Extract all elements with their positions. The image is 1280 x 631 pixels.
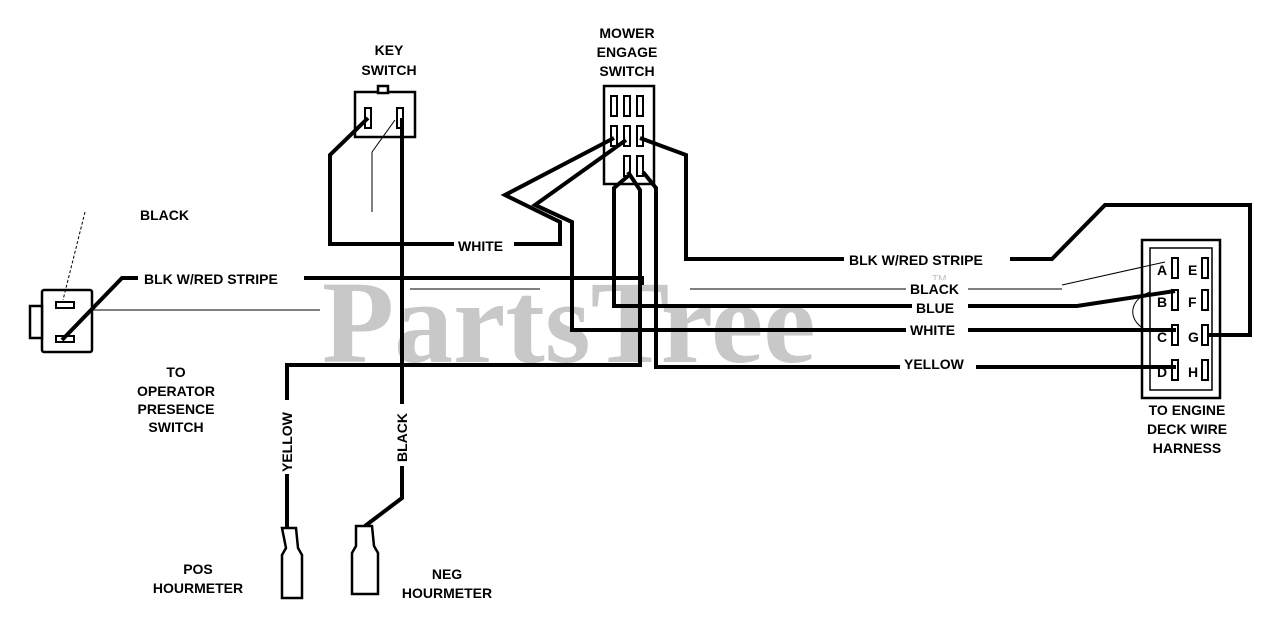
svg-text:KEY: KEY [375,42,404,58]
harness-terminal-letters: A B C D E F G H [1157,262,1199,380]
svg-text:ENGAGE: ENGAGE [597,44,658,60]
wire-label-black-right: BLACK [910,281,959,297]
key-switch-body [353,84,417,139]
engine-deck-connector [1140,238,1222,400]
svg-text:HOURMETER: HOURMETER [402,585,492,601]
svg-text:OPERATOR: OPERATOR [137,383,215,399]
svg-text:SWITCH: SWITCH [599,63,654,79]
key-thin-wire [371,119,396,153]
operator-presence-connector [28,288,94,354]
wire-label-yellow-right: YELLOW [904,356,965,372]
svg-text:SWITCH: SWITCH [361,62,416,78]
terminal-e: E [1188,262,1197,278]
neg-hourmeter-terminal [350,524,380,596]
wire-label-blk-red-right: BLK W/RED STRIPE [849,252,983,268]
svg-text:TO ENGINE: TO ENGINE [1149,402,1226,418]
wire-label-yellow-vertical: YELLOW [279,411,295,472]
svg-text:HARNESS: HARNESS [1153,440,1221,456]
wire-label-white-right: WHITE [910,322,955,338]
wire-label-black-left: BLACK [140,207,189,223]
wire-label-white-key: WHITE [458,238,503,254]
operator-presence-label: TO OPERATOR PRESENCE SWITCH [137,364,215,435]
svg-text:DECK WIRE: DECK WIRE [1147,421,1227,437]
terminal-b: B [1157,294,1167,310]
terminal-g: G [1188,329,1199,345]
terminal-a: A [1157,262,1167,278]
terminal-c: C [1157,329,1167,345]
black-lead-to-a [1061,261,1166,286]
wire-label-blue: BLUE [916,300,954,316]
wires [60,116,1252,528]
terminal-h: H [1188,364,1198,380]
watermark-trademark: TM [932,274,946,285]
terminal-d: D [1157,364,1167,380]
terminal-f: F [1188,294,1197,310]
wire-label-black-vertical: BLACK [394,413,410,462]
pos-hourmeter-terminal [280,526,304,600]
pos-hourmeter-label: POS HOURMETER [153,561,243,596]
svg-text:POS: POS [183,561,213,577]
svg-text:MOWER: MOWER [599,25,654,41]
svg-text:TO: TO [166,364,185,380]
svg-text:SWITCH: SWITCH [148,419,203,435]
mower-engage-switch-label: MOWER ENGAGE SWITCH [597,25,658,79]
svg-text:PRESENCE: PRESENCE [137,401,214,417]
engine-deck-harness-label: TO ENGINE DECK WIRE HARNESS [1147,402,1227,456]
svg-text:HOURMETER: HOURMETER [153,580,243,596]
wire-label-blk-red-left: BLK W/RED STRIPE [144,271,278,287]
key-switch-label: KEY SWITCH [361,42,416,78]
neg-hourmeter-label: NEG HOURMETER [402,566,492,601]
mower-engage-switch-body [602,84,656,186]
svg-text:NEG: NEG [432,566,462,582]
black-wire-left [62,211,86,301]
